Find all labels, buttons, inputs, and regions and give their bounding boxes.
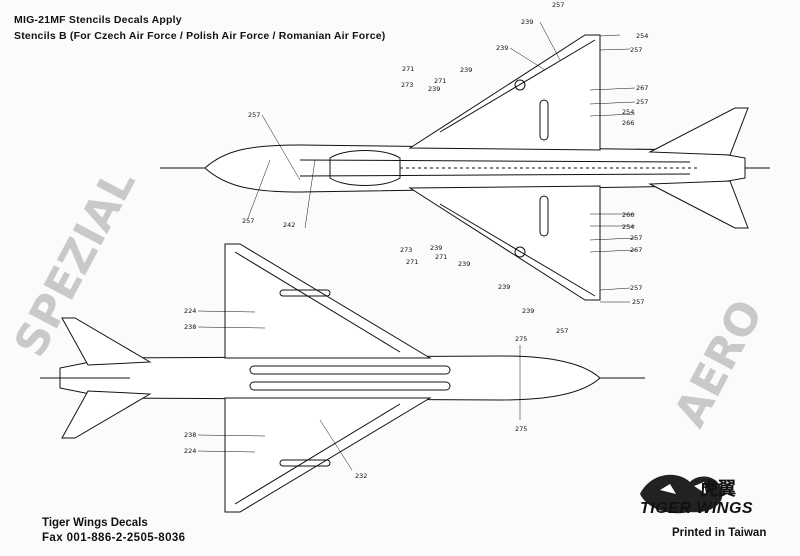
callout-label: 257 bbox=[632, 298, 644, 306]
callout-label: 239 bbox=[428, 85, 440, 93]
callout-label: 271 bbox=[435, 253, 447, 261]
callout-label: 257 bbox=[556, 327, 568, 335]
bottom-view-aircraft bbox=[40, 243, 645, 513]
top-view-callouts bbox=[247, 21, 636, 303]
logo-cjk-text: 虎翼 bbox=[700, 479, 736, 499]
callout-label: 267 bbox=[630, 246, 642, 254]
callout-label: 239 bbox=[430, 244, 442, 252]
watermark-right-text: AERO bbox=[665, 292, 774, 435]
callout-label: 257 bbox=[630, 234, 642, 242]
callout-label: 232 bbox=[355, 472, 367, 480]
callout-label: 239 bbox=[522, 307, 534, 315]
callout-label: 273 bbox=[400, 246, 412, 254]
callout-label: 271 bbox=[406, 258, 418, 266]
fax-number: Fax 001-886-2-2505-8036 bbox=[42, 532, 186, 544]
logo-word: TIGER WINGS bbox=[640, 500, 754, 517]
sheet-title: MIG-21MF Stencils Decals Apply bbox=[14, 14, 182, 26]
callout-label: 254 bbox=[622, 108, 634, 116]
callout-label: 239 bbox=[521, 18, 533, 26]
bottom-view-callout-labels: 224 238 275 275 238 224 232 bbox=[184, 307, 527, 480]
callout-label: 273 bbox=[401, 81, 413, 89]
callout-label: 257 bbox=[630, 284, 642, 292]
callout-label: 239 bbox=[496, 44, 508, 52]
tiger-logo-icon bbox=[640, 474, 723, 514]
callout-label: 266 bbox=[622, 119, 634, 127]
callout-label: 254 bbox=[636, 32, 648, 40]
printed-in: Printed in Taiwan bbox=[672, 527, 767, 539]
callout-label: 254 bbox=[622, 223, 634, 231]
company-name: Tiger Wings Decals bbox=[42, 517, 148, 529]
sheet-subtitle: Stencils B (For Czech Air Force / Polish… bbox=[14, 30, 386, 42]
bottom-view-callouts bbox=[197, 310, 521, 471]
callout-label: 266 bbox=[622, 211, 634, 219]
callout-label: 239 bbox=[498, 283, 510, 291]
callout-label: 238 bbox=[184, 431, 196, 439]
callout-label: 271 bbox=[434, 77, 446, 85]
callout-label: 257 bbox=[630, 46, 642, 54]
callout-label: 257 bbox=[636, 98, 648, 106]
callout-label: 224 bbox=[184, 447, 196, 455]
callout-label: 275 bbox=[515, 335, 527, 343]
callout-label: 257 bbox=[248, 111, 260, 119]
callout-label: 275 bbox=[515, 425, 527, 433]
watermark-right: AERO bbox=[665, 292, 774, 435]
callout-label: 271 bbox=[402, 65, 414, 73]
callout-label: 239 bbox=[460, 66, 472, 74]
top-view-callout-labels: 257 254 257 239 239 271 271 273 239 239 … bbox=[242, 1, 648, 335]
callout-label: 267 bbox=[636, 84, 648, 92]
callout-label: 239 bbox=[458, 260, 470, 268]
callout-label: 242 bbox=[283, 221, 295, 229]
callout-label: 257 bbox=[552, 1, 564, 9]
callout-label: 257 bbox=[242, 217, 254, 225]
callout-label: 238 bbox=[184, 323, 196, 331]
top-view-aircraft bbox=[160, 34, 770, 301]
callout-label: 224 bbox=[184, 307, 196, 315]
